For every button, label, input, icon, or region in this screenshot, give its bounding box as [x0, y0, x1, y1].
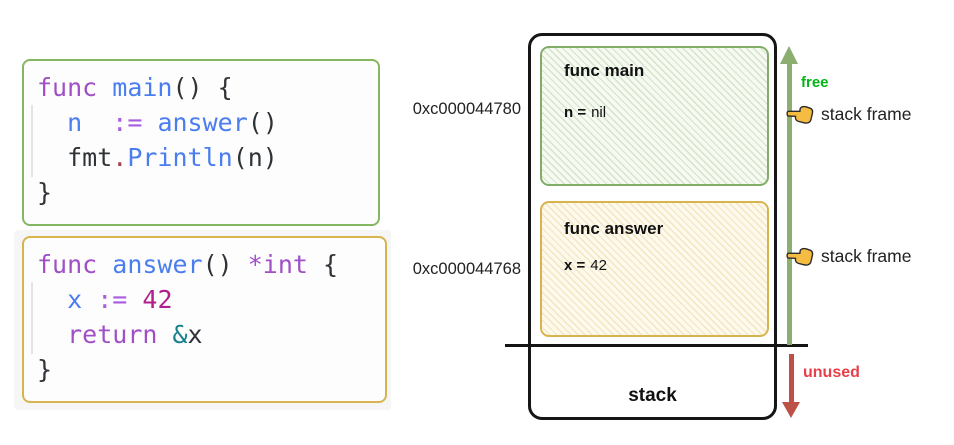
- free-label: free: [801, 74, 829, 91]
- address-label-main-frame: 0xc000044780: [412, 100, 521, 118]
- frame-title: func answer: [564, 219, 664, 238]
- code-line: }: [37, 178, 53, 207]
- code-line: func main() {: [37, 73, 233, 102]
- stack-base-line: [505, 344, 808, 347]
- code-line: return &x: [67, 320, 203, 349]
- code-block-answer: func answer() *int { x := 42 return &x}: [22, 236, 387, 403]
- stack-frame-label: stack frame: [821, 246, 912, 266]
- variable-name: x =: [564, 257, 586, 274]
- indent-guide: [31, 105, 33, 177]
- stack-frame-pointer-main: stack frame: [786, 104, 911, 125]
- variable-value: nil: [591, 104, 607, 121]
- stack-frame-main: func main n =nil: [540, 46, 769, 186]
- code-line: n := answer(): [67, 108, 278, 137]
- indent-guide: [31, 282, 33, 354]
- variable-name: n =: [564, 104, 587, 121]
- code-line: x := 42: [67, 285, 173, 314]
- unused-label: unused: [803, 364, 860, 381]
- address-label-answer-frame: 0xc000044768: [412, 260, 521, 278]
- unused-down-arrowhead-icon: [782, 402, 800, 418]
- frame-title: func main: [564, 61, 645, 80]
- frame-variable: n =nil: [564, 104, 606, 121]
- stack-frame-label: stack frame: [821, 104, 912, 124]
- code-line: func answer() *int {: [37, 250, 339, 279]
- unused-down-arrow: [789, 354, 794, 404]
- stack-frame-pointer-answer: stack frame: [786, 246, 911, 267]
- pointing-hand-icon: [786, 105, 814, 124]
- stack-label: stack: [628, 385, 677, 406]
- code-line: fmt.Println(n): [67, 143, 278, 172]
- pointing-hand-icon: [786, 247, 814, 266]
- stack-frame-answer: func answer x =42: [540, 201, 769, 337]
- code-block-main: func main() { n := answer() fmt.Println(…: [22, 59, 380, 226]
- grow-up-arrow: [787, 62, 792, 345]
- code-line: }: [37, 355, 53, 384]
- grow-up-arrowhead-icon: [780, 46, 798, 64]
- variable-value: 42: [590, 257, 607, 274]
- frame-variable: x =42: [564, 257, 607, 274]
